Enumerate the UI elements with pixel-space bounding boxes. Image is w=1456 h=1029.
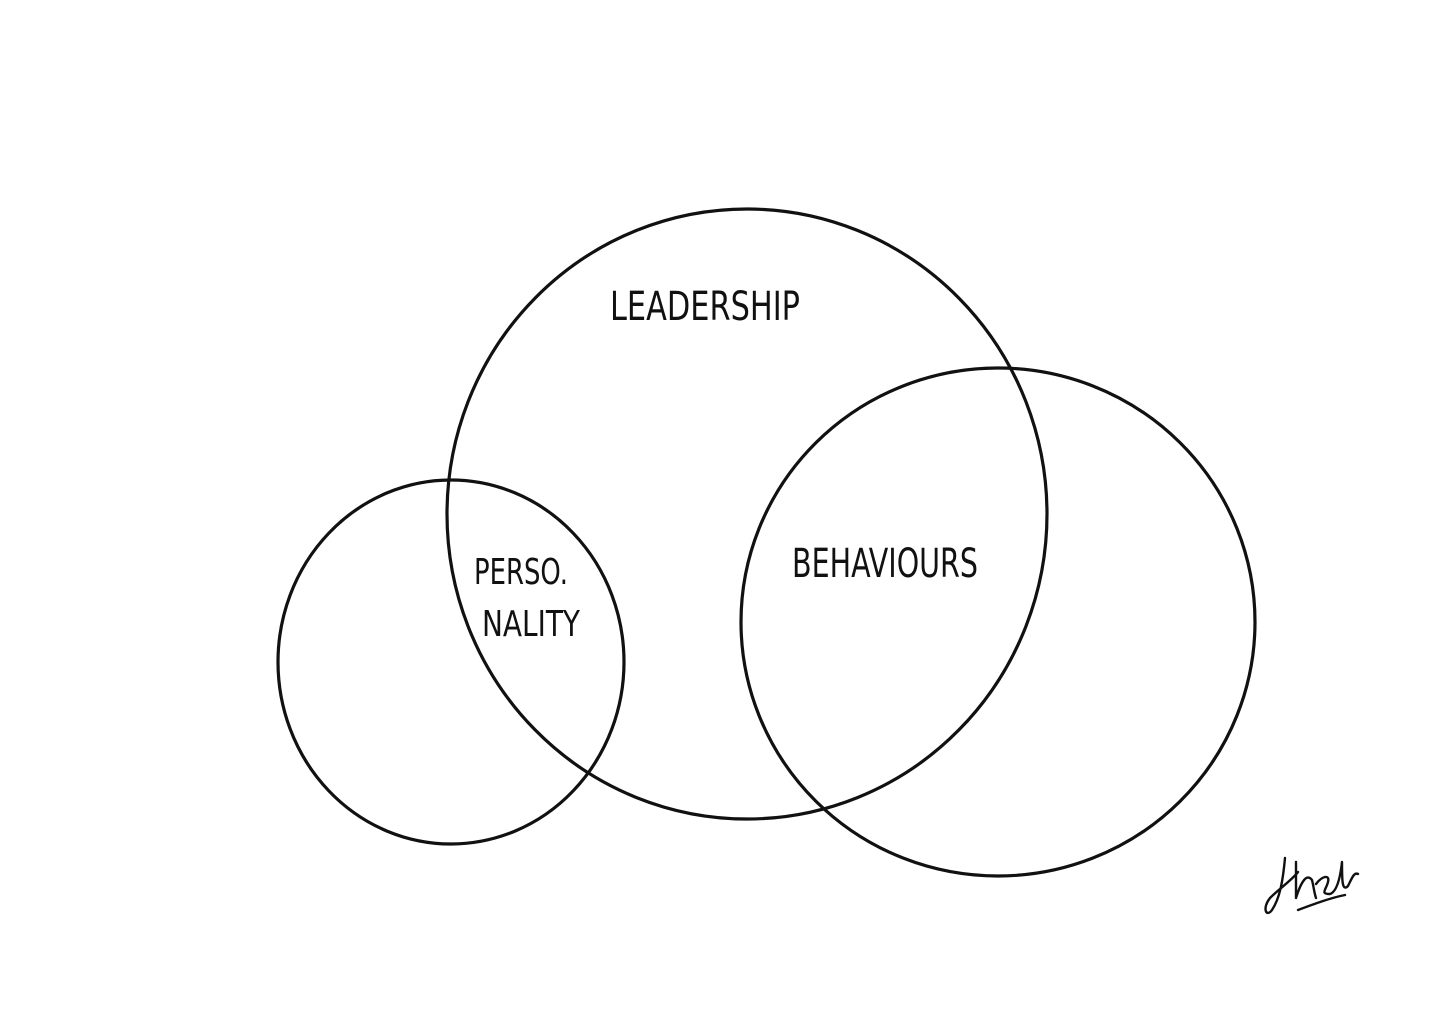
behaviours-circle: [739, 366, 1257, 878]
behaviours-label: BEHAVIOURS: [792, 541, 978, 587]
signature: [1264, 856, 1360, 915]
personality-label-line1: PERSO.: [474, 552, 568, 593]
leadership-circle: [445, 207, 1049, 821]
leadership-label: LEADERSHIP: [610, 284, 800, 330]
personality-label-line2: NALITY: [482, 604, 581, 645]
personality-circle: [276, 478, 626, 846]
